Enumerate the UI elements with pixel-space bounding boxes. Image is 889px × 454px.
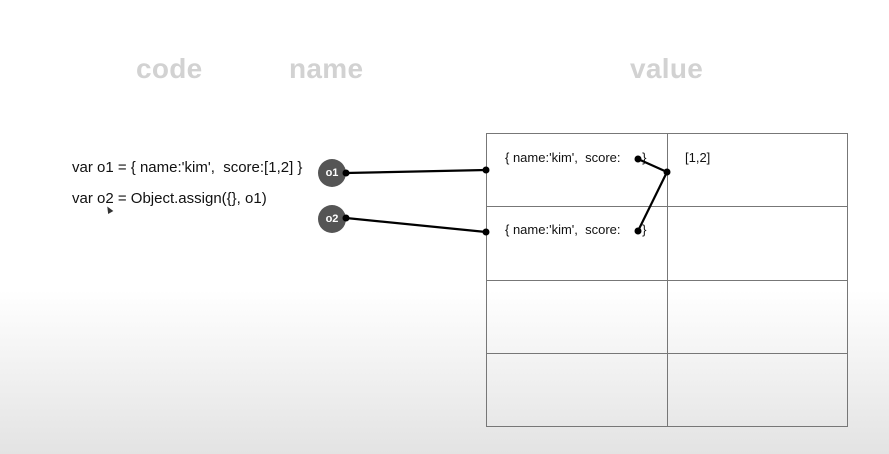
memory-table (486, 132, 848, 428)
code-line-o2: var o2 = Object.assign({}, o1) (72, 190, 267, 207)
o1-reference-line (345, 168, 487, 175)
memory-row (486, 206, 848, 281)
memory-row (486, 352, 848, 428)
name-column-header: name (289, 53, 364, 84)
memory-cell (666, 279, 848, 354)
memory-object-1: { name:'kim', score: } (505, 150, 647, 165)
variable-o1-label: o1 (325, 167, 339, 179)
variable-o2: o2 (318, 205, 346, 233)
memory-row (486, 279, 848, 354)
memory-cell (666, 206, 848, 281)
memory-row (486, 132, 848, 208)
memory-object-2: { name:'kim', score: } (505, 222, 647, 237)
memory-array: [1,2] (685, 150, 711, 165)
variable-o1: o1 (318, 159, 346, 187)
variable-o2-label: o2 (325, 213, 339, 225)
memory-cell (666, 132, 848, 208)
memory-cell (486, 279, 668, 354)
value-column-header: value (630, 53, 704, 84)
o2-reference-line (345, 216, 487, 234)
memory-cell (666, 352, 848, 428)
code-column-header: code (136, 53, 203, 84)
memory-cell (486, 132, 668, 208)
code-line-o1: var o1 = { name:'kim', score:[1,2] } (72, 159, 303, 176)
memory-cell (486, 206, 668, 281)
memory-cell (486, 352, 668, 428)
